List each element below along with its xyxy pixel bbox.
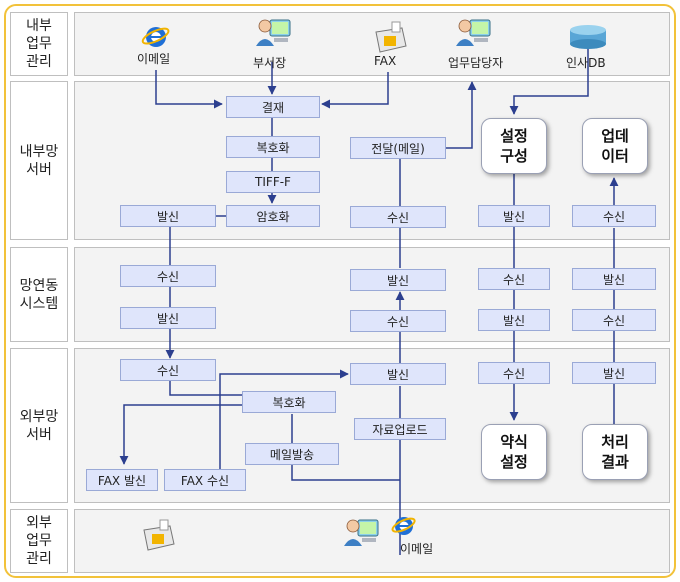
external-ie-email-icon [391, 517, 416, 535]
link-col2-send-box: 발신 [350, 269, 446, 291]
link-col4-send-box: 발신 [572, 268, 656, 290]
label-hr-db: 인사DB [566, 56, 606, 70]
lane-label-external-work: 외부 업무 관리 [10, 509, 68, 573]
encrypt-box: 암호화 [226, 205, 320, 227]
external-decrypt-box: 복호화 [242, 391, 336, 413]
link-col4-receive-box: 수신 [572, 309, 656, 331]
lane-label-external-server: 외부망 서버 [10, 348, 68, 503]
config-box: 설정 구성 [481, 118, 547, 174]
flow-email-to-approval [155, 70, 223, 109]
mail-send-box: 메일발송 [245, 443, 339, 465]
link-col2-receive-box: 수신 [350, 310, 446, 332]
internal-decrypt-box: 복호화 [226, 136, 320, 158]
external-receive-box: 수신 [120, 359, 216, 381]
tiff-box: TIFF-F [226, 171, 320, 193]
external-config-receive-box: 수신 [478, 362, 550, 384]
label-fax: FAX [374, 54, 397, 68]
flow-ext-receive-to-decrypt [169, 381, 242, 396]
label-email: 이메일 [137, 52, 171, 66]
flow-fax-receive-up [219, 369, 349, 469]
link-col3-send-box: 발신 [478, 309, 550, 331]
updater-receive-box: 수신 [572, 205, 656, 227]
ie-email-icon [141, 27, 170, 47]
internal-send-box: 발신 [120, 205, 216, 227]
link-col3-receive-box: 수신 [478, 268, 550, 290]
label-department-head: 부서장 [253, 56, 287, 70]
link-col1-receive-box: 수신 [120, 265, 216, 287]
database-icon [570, 25, 606, 49]
external-user-computer-icon [344, 519, 379, 546]
result-send-box: 발신 [572, 362, 656, 384]
updater-box: 업데 이터 [582, 118, 648, 174]
flow-decrypt-to-fax-send [119, 404, 242, 465]
lane-label-internal-work: 내부 업무 관리 [10, 12, 68, 76]
forward-mail-box: 전달(메일) [350, 137, 446, 159]
process-result-box: 처리 결과 [582, 424, 648, 480]
external-fax-icon [143, 519, 175, 551]
flow-forward-to-staff [446, 81, 477, 149]
external-send-box: 발신 [350, 363, 446, 385]
label-staff: 업무담당자 [448, 56, 504, 70]
flow-mail-to-upload [291, 465, 400, 481]
approval-box: 결재 [226, 96, 320, 118]
flow-fax-to-approval [321, 72, 389, 109]
fax-machine-icon [375, 21, 407, 53]
fax-send-box: FAX 발신 [86, 469, 158, 491]
config-send-box: 발신 [478, 205, 550, 227]
staff-computer-icon [456, 19, 491, 46]
flow-db-to-config [509, 48, 589, 115]
brief-config-box: 약식 설정 [481, 424, 547, 480]
link-col1-send-box: 발신 [120, 307, 216, 329]
fax-receive-box: FAX 수신 [164, 469, 246, 491]
internal-receive-box: 수신 [350, 206, 446, 228]
upload-box: 자료업로드 [354, 418, 446, 440]
label-external-email: 이메일 [400, 542, 434, 556]
lane-label-internal-server: 내부망 서버 [10, 81, 68, 240]
lane-label-link-system: 망연동 시스템 [10, 247, 68, 342]
user-computer-icon [256, 19, 291, 46]
